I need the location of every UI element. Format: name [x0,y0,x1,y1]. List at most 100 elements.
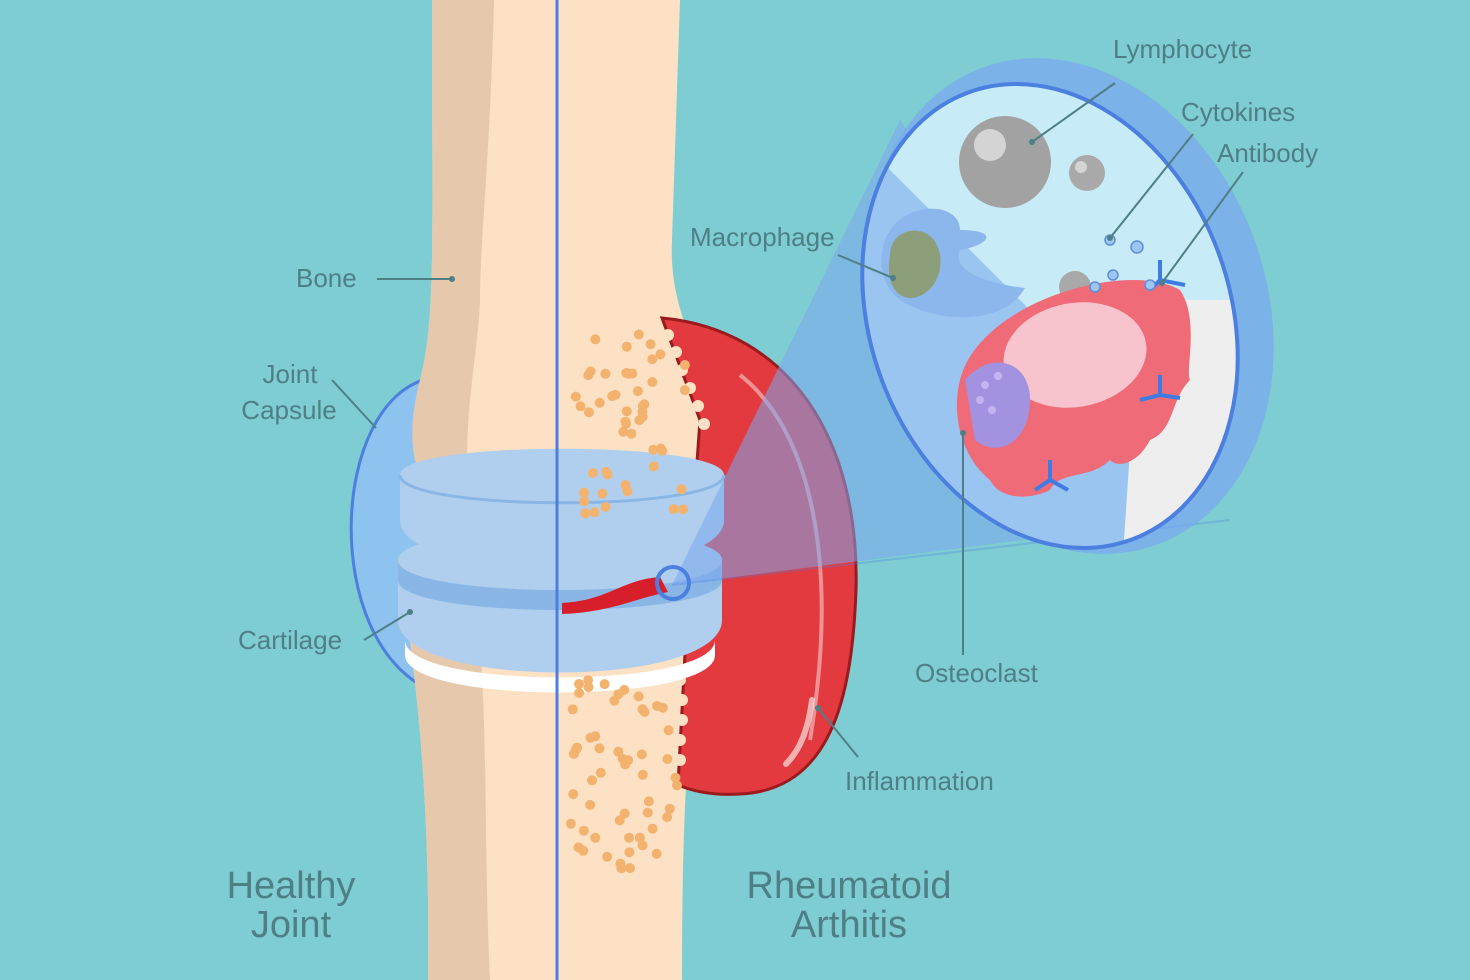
particle-dot [590,334,601,345]
particle-dot [595,767,606,778]
particle-dot [647,823,658,834]
particle-dot [574,688,585,698]
particle-dot [585,799,596,810]
caption-healthy-2: Joint [251,904,332,946]
label-lymphocyte: Lymphocyte [1113,34,1252,64]
particle-dot [655,443,666,454]
particle-dot [574,679,584,689]
label-cytokines: Cytokines [1181,97,1295,127]
particle-dot [624,368,635,379]
particle-dot [672,780,682,791]
particle-dot [578,825,589,836]
particle-dot [679,360,690,370]
particle-dot [633,691,644,702]
particle-dot [663,725,674,736]
caption-healthy-1: Healthy [227,865,356,907]
particle-dot [587,468,598,478]
particle-dot [613,746,624,757]
particle-dot [565,818,576,829]
particle-dot [570,391,581,402]
particle-dot [651,848,662,859]
particle-dot [662,754,673,764]
particle-dot [567,704,578,715]
particle-dot [616,863,627,874]
caption-ra-2: Arthitis [791,904,907,946]
zoom-focus-circle [655,565,691,601]
particle-dot [639,707,650,717]
particle-dot [618,426,629,437]
particle-dot [624,847,635,858]
particle-dot [678,504,688,515]
label-macrophage: Macrophage [690,222,835,252]
particle-dot [637,411,648,422]
particle-dot [636,749,647,760]
particle-dot [579,496,590,507]
label-bone: Bone [296,263,357,293]
particle-dot [622,486,633,497]
particle-dot [583,407,594,418]
particle-dot [620,416,631,427]
particle-dot [619,808,630,819]
particle-dot [621,341,632,352]
lymphocyte-cell [959,116,1105,303]
particle-dot [621,406,632,417]
particle-dot [624,832,635,843]
antibodies [1033,260,1186,492]
particle-dot [579,487,589,498]
leader-lines [331,82,1244,758]
particle-dot [600,501,611,512]
caption-ra-1: Rheumatoid [747,865,952,907]
particle-dot [594,397,605,408]
particle-dot [652,701,662,711]
particle-dot [580,508,591,519]
particle-dot [662,812,673,823]
particle-dot [647,354,658,365]
particle-dot [676,484,687,495]
magnified-view [840,40,1300,600]
particle-dot [607,391,618,402]
particle-dot [642,807,653,818]
upper-bone [412,0,713,530]
particle-dot [637,840,648,851]
particle-dot [585,366,596,377]
particle-dot [626,428,637,439]
particle-dot [648,461,659,472]
particle-dot [614,815,625,826]
particle-dot [679,385,690,396]
particle-dot [670,772,681,783]
particle-dot [647,377,658,387]
particle-dot [597,488,608,499]
particle-dot [575,401,586,412]
particle-dot [599,679,610,690]
particle-dot [601,466,612,477]
macrophage-cell [881,208,1025,318]
lower-bone [410,640,700,980]
label-inflammation: Inflammation [845,766,994,796]
particle-dot [634,832,645,843]
bone-particles [565,329,690,874]
cartilage-discs [398,448,726,693]
particle-dot [568,789,579,800]
label-cartilage: Cartilage [238,625,342,655]
particle-dot [583,675,594,686]
particle-dot [585,732,596,743]
particle-dot [568,748,579,759]
particle-dot [645,339,656,350]
particle-dot [613,689,624,700]
label-joint-capsule-1: Joint [263,359,319,389]
osteoclast-cell [956,280,1191,497]
particle-dot [648,444,659,455]
particle-dot [625,863,635,874]
particle-dot [664,803,675,814]
label-osteoclast: Osteoclast [915,658,1039,688]
particle-dot [590,832,601,843]
particle-dot [578,845,589,856]
particle-dot [587,775,597,786]
particle-dot [632,386,643,397]
particle-dot [655,349,666,360]
particle-dot [633,329,644,340]
particle-dot [668,504,679,515]
particle-dot [600,368,611,379]
